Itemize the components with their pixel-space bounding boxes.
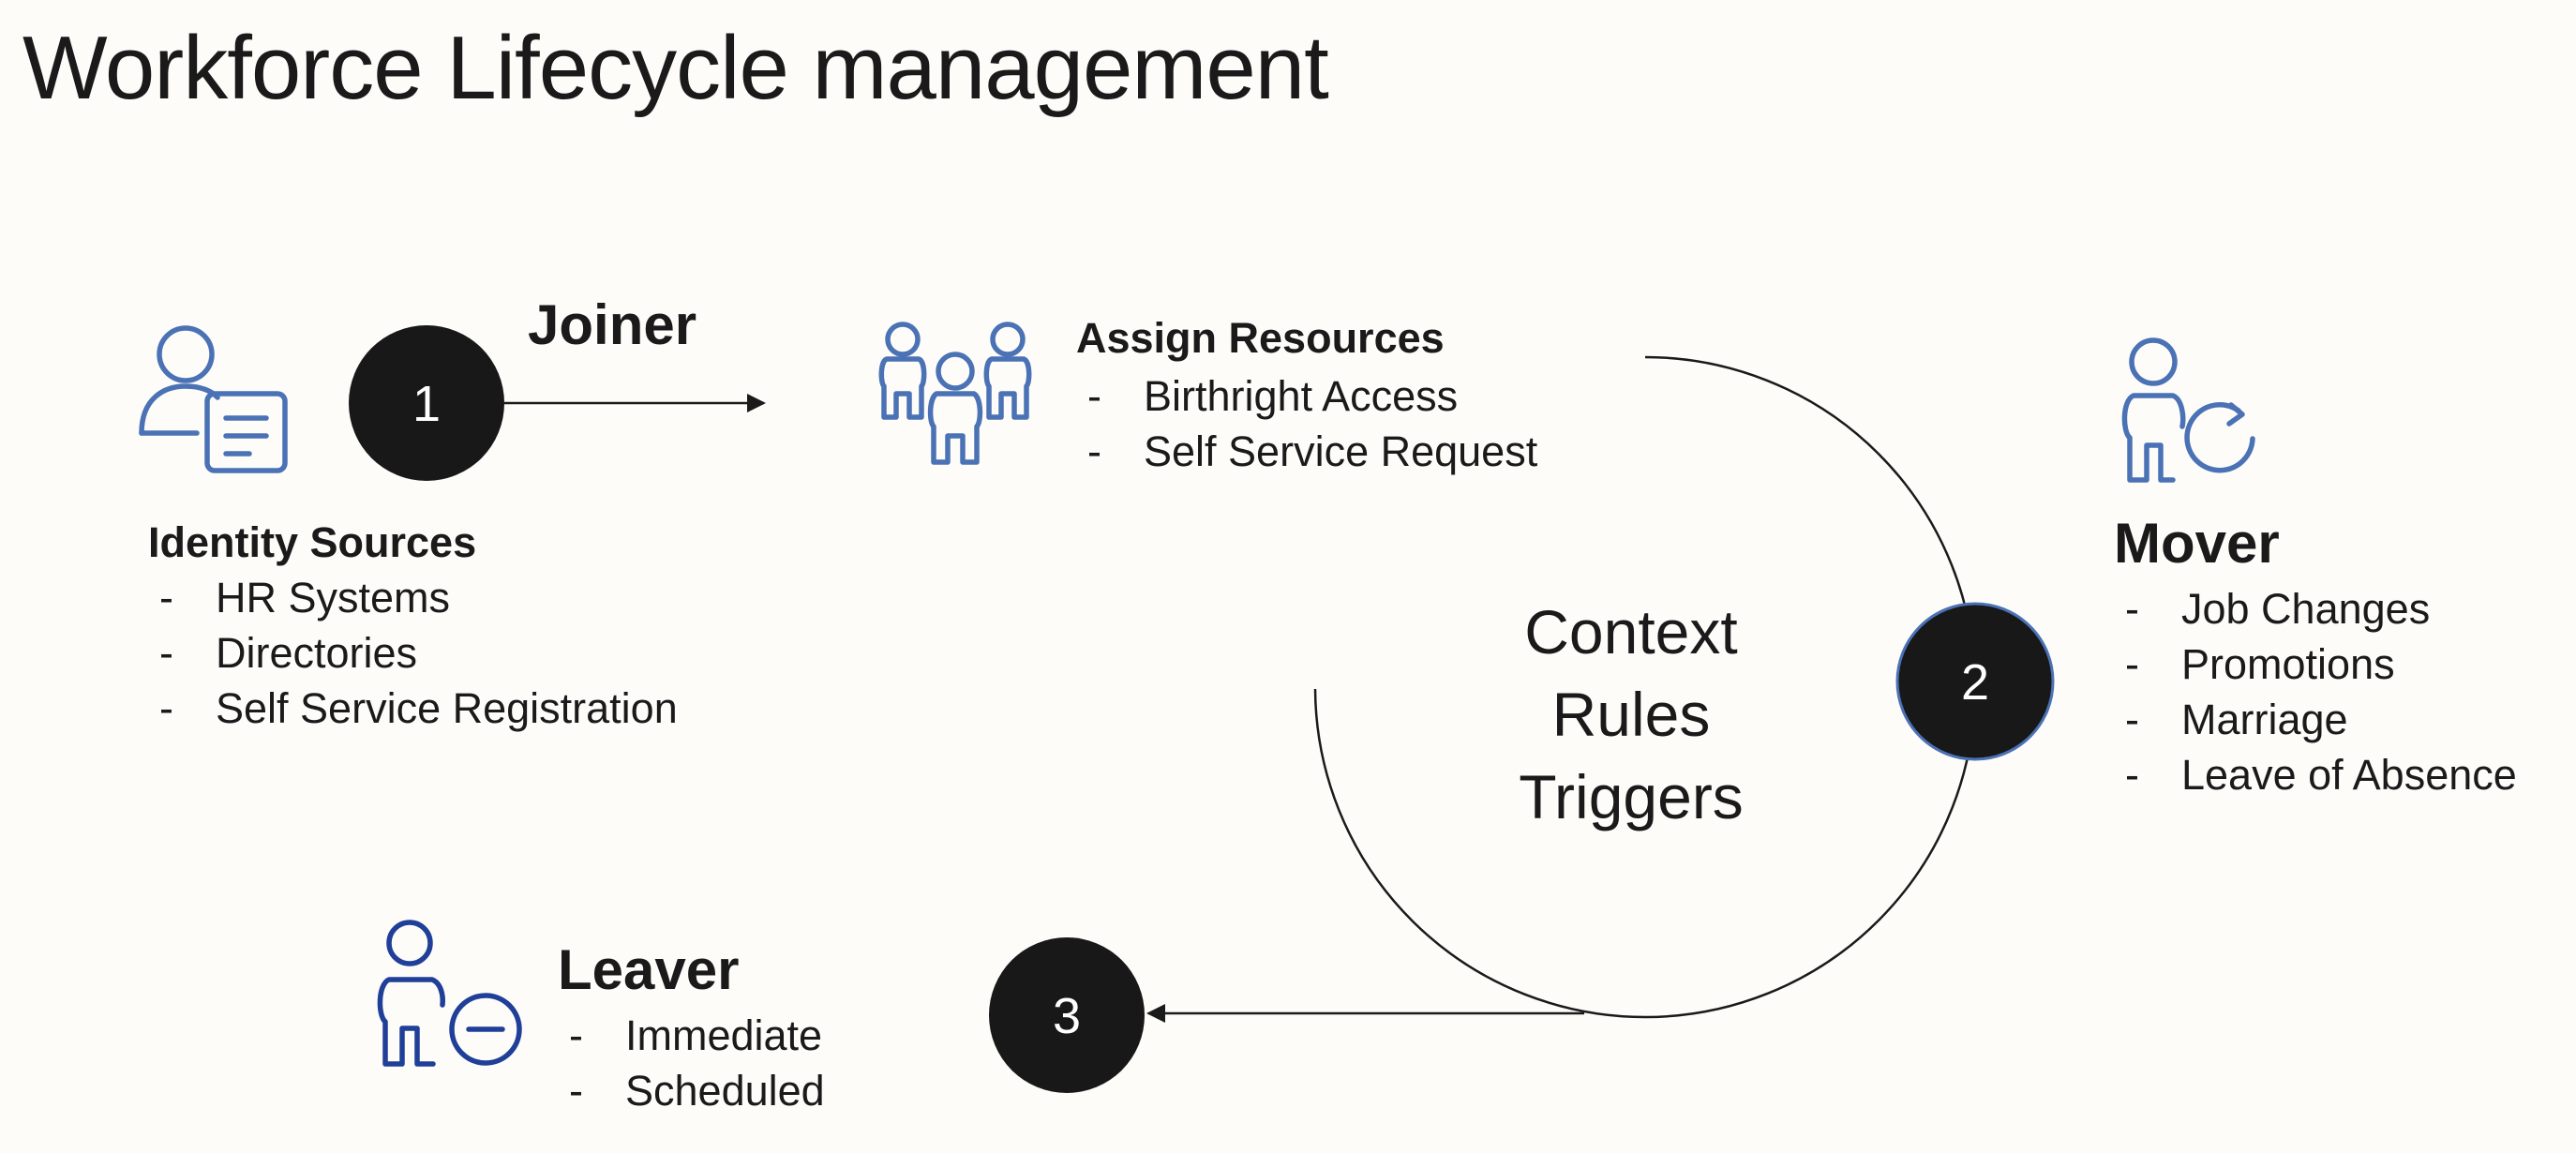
list-marker: - [2125,696,2139,743]
step-2-number: 2 [1961,654,1989,711]
leaver-label: Leaver [558,938,740,1001]
center-label-rules: Rules [1551,680,1711,749]
lifecycle-arc [1313,355,1977,1019]
list-item: -Self Service Registration [148,681,678,736]
list-item: -Immediate [558,1008,825,1063]
list-item: -HR Systems [148,570,678,625]
list-marker: - [2125,751,2139,799]
list-item: -Birthright Access [1076,368,1537,424]
assign-resources-list: -Birthright Access -Self Service Request [1076,368,1537,479]
user-remove-icon [377,920,522,1067]
page-title: Workforce Lifecycle management [22,18,1329,118]
step-1-number: 1 [412,376,441,432]
joiner-label: Joiner [528,293,697,356]
center-label-triggers: Triggers [1519,762,1744,831]
list-marker: - [1087,427,1101,475]
step-3-marker: 3 [989,937,1145,1093]
list-marker: - [2125,585,2139,633]
list-item: -Directories [148,625,678,681]
list-item: -Marriage [2114,692,2517,747]
mover-list: -Job Changes -Promotions -Marriage -Leav… [2114,581,2517,802]
list-item: -Self Service Request [1076,424,1537,479]
list-marker: - [1087,372,1101,420]
user-refresh-icon [2121,337,2255,483]
mover-label: Mover [2114,512,2280,575]
people-group-icon [878,322,1032,465]
list-item: -Leave of Absence [2114,747,2517,802]
list-marker: - [569,1011,583,1059]
list-item: -Scheduled [558,1063,825,1118]
list-marker: - [159,684,173,732]
user-document-icon [139,325,288,473]
identity-sources-list: -HR Systems -Directories -Self Service R… [148,570,678,736]
step-2-marker: 2 [1895,602,2055,761]
list-item: -Promotions [2114,636,2517,692]
assign-resources-heading: Assign Resources [1076,314,1445,362]
center-label-context: Context [1524,597,1738,666]
identity-sources-heading: Identity Sources [148,518,477,566]
list-marker: - [569,1067,583,1115]
list-marker: - [2125,640,2139,688]
list-marker: - [159,629,173,677]
step-3-number: 3 [1053,988,1081,1044]
step-1-marker: 1 [349,325,504,481]
list-item: -Job Changes [2114,581,2517,636]
leaver-list: -Immediate -Scheduled [558,1008,825,1118]
list-marker: - [159,574,173,621]
